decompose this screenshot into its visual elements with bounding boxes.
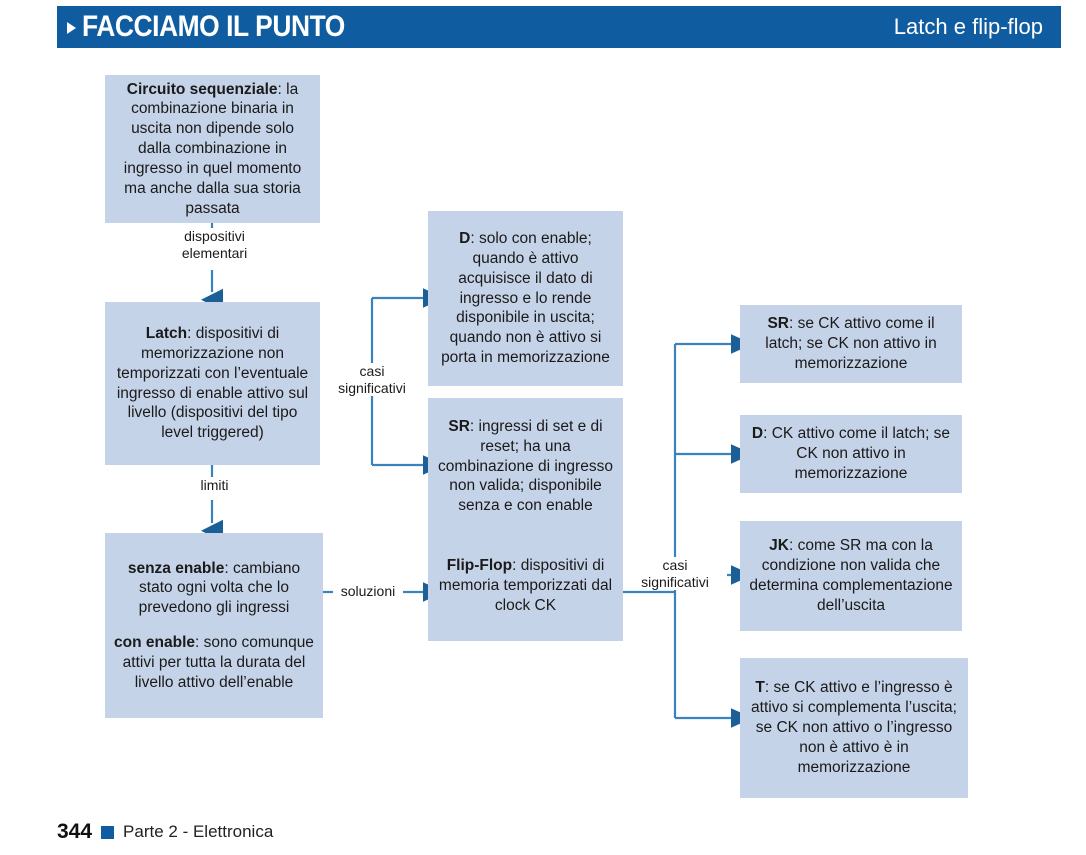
- node-latch: Latch: dispositivi di memorizzazione non…: [105, 302, 320, 465]
- node-body: : dispositivi di memorizzazione non temp…: [116, 325, 309, 442]
- node-ff-t: T: se CK attivo e l’ingresso è attivo si…: [740, 658, 968, 798]
- node-body: : dispositivi di memoria temporizzati da…: [438, 557, 613, 614]
- node-lead: D: [751, 425, 764, 443]
- node-body: : sono comunque attivi per tutta la dura…: [122, 634, 314, 691]
- node-body: : solo con enable; quando è attivo acqui…: [441, 230, 610, 367]
- node-body: : se CK attivo come il latch; se CK non …: [765, 315, 937, 372]
- footer-page-number: 344: [57, 820, 93, 843]
- node-text: Circuito sequenziale: la combinazione bi…: [113, 80, 312, 219]
- edge-label-casi-significativi-ff: casi significativi: [623, 557, 727, 591]
- node-body: : CK attivo come il latch; se CK non att…: [763, 425, 951, 482]
- node-text: con enable: sono comunque attivi per tut…: [113, 633, 315, 692]
- header-bar: FACCIAMO IL PUNTO Latch e flip-flop: [57, 6, 1061, 48]
- page-title: FACCIAMO IL PUNTO: [82, 10, 345, 43]
- node-lead: con enable: [114, 634, 196, 651]
- node-ff-jk: JK: come SR ma con la condizione non val…: [740, 521, 962, 631]
- header-subtitle: Latch e flip-flop: [893, 14, 1043, 39]
- node-body: : la combinazione binaria in uscita non …: [123, 80, 302, 217]
- node-lead: Circuito sequenziale: [126, 80, 278, 98]
- node-lead: SR: [448, 417, 470, 435]
- node-text: D: CK attivo come il latch; se CK non at…: [748, 424, 954, 483]
- node-latch-sr: SR: ingressi di set e di reset; ha una c…: [428, 398, 623, 535]
- node-latch-d: D: solo con enable; quando è attivo acqu…: [428, 211, 623, 386]
- node-text: T: se CK attivo e l’ingresso è attivo si…: [748, 678, 960, 777]
- edge-label-casi-significativi-latch: casi significativi: [320, 363, 424, 397]
- header-title-group: FACCIAMO IL PUNTO: [67, 10, 381, 44]
- node-body: : come SR ma con la condizione non valid…: [749, 537, 953, 614]
- node-lead: senza enable: [127, 559, 225, 577]
- node-enable: senza enable: cambiano stato ogni volta …: [105, 533, 323, 718]
- page-footer: 344 Parte 2 - Elettronica: [57, 820, 273, 844]
- node-text: SR: se CK attivo come il latch; se CK no…: [748, 314, 954, 373]
- triangle-right-icon: [67, 21, 76, 34]
- node-lead: D: [459, 230, 471, 248]
- edge-label-dispositivi-elementari: dispositivi elementari: [160, 228, 269, 262]
- node-text: SR: ingressi di set e di reset; ha una c…: [436, 417, 615, 516]
- node-text: Flip-Flop: dispositivi di memoria tempor…: [436, 556, 615, 615]
- node-text: senza enable: cambiano stato ogni volta …: [113, 559, 315, 618]
- node-ff-d: D: CK attivo come il latch; se CK non at…: [740, 415, 962, 493]
- node-text: D: solo con enable; quando è attivo acqu…: [436, 229, 615, 368]
- node-lead: Latch: [145, 325, 188, 343]
- footer-text: Parte 2 - Elettronica: [123, 822, 274, 841]
- node-lead: Flip-Flop: [446, 557, 513, 575]
- node-lead: JK: [769, 537, 789, 555]
- node-lead: SR: [767, 315, 789, 333]
- edge-label-limiti: limiti: [175, 477, 254, 494]
- node-text: JK: come SR ma con la condizione non val…: [748, 536, 954, 615]
- node-lead: T: [755, 679, 765, 697]
- node-text: Latch: dispositivi di memorizzazione non…: [113, 324, 312, 443]
- edge-label-soluzioni: soluzioni: [333, 583, 403, 600]
- node-body: : ingressi di set e di reset; ha una com…: [438, 417, 613, 515]
- node-ff-sr: SR: se CK attivo come il latch; se CK no…: [740, 305, 962, 383]
- square-icon: [101, 825, 115, 839]
- node-flip-flop: Flip-Flop: dispositivi di memoria tempor…: [428, 531, 623, 641]
- node-body: : se CK attivo e l’ingresso è attivo si …: [751, 679, 957, 776]
- node-circuito-sequenziale: Circuito sequenziale: la combinazione bi…: [105, 75, 320, 223]
- node-body: : cambiano stato ogni volta che lo preve…: [138, 559, 301, 617]
